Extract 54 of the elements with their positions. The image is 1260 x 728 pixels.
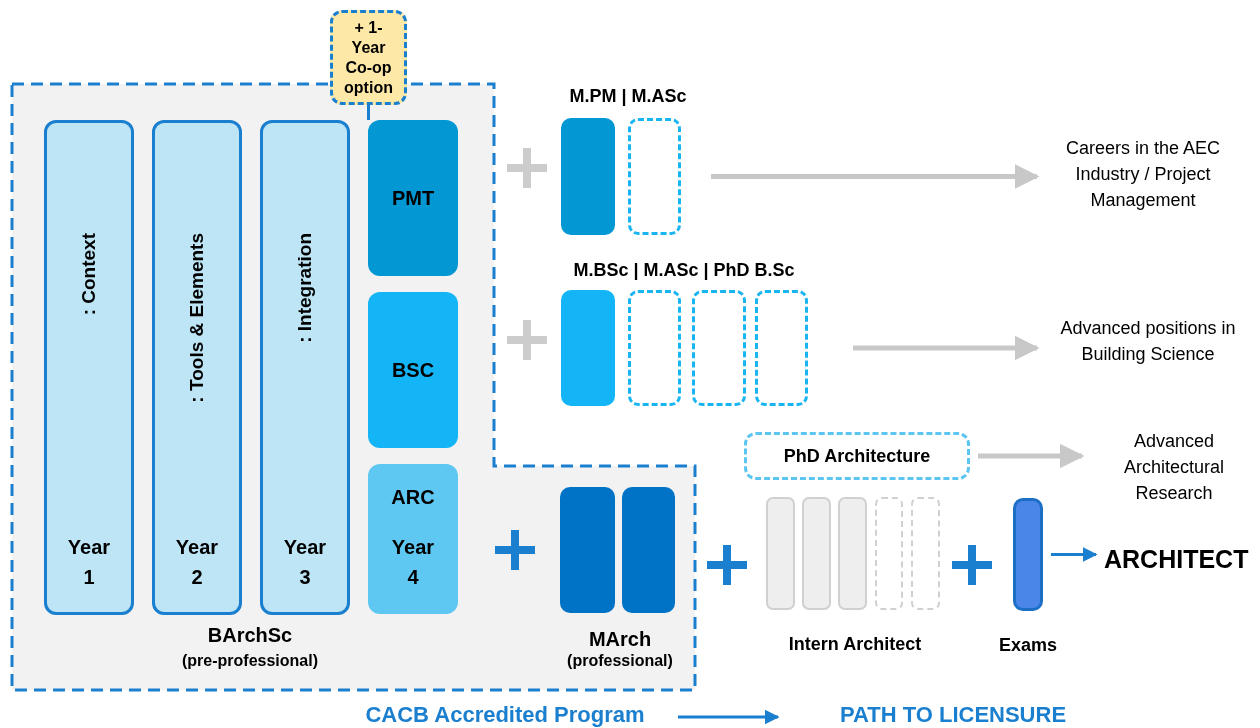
optional-block <box>628 290 681 406</box>
arrow <box>853 335 1040 361</box>
internship-block <box>802 497 831 610</box>
program-block <box>560 487 615 613</box>
program-note: (pre-professional) <box>181 652 319 670</box>
program-name: BArchSc <box>206 624 294 647</box>
optional-block <box>692 290 746 406</box>
outcome-text: Advanced positions in Building Science <box>1045 315 1251 367</box>
internship-block <box>766 497 795 610</box>
year-label: Year 1 <box>66 535 112 590</box>
option-text: + 1-Year Co-op option <box>343 17 394 98</box>
block-caption: Exams <box>997 635 1058 656</box>
year-label: Year 2 <box>174 535 220 590</box>
program-note: (professional) <box>566 652 674 670</box>
track-name: ARC <box>391 485 435 509</box>
option-box <box>330 10 407 105</box>
track-name: BSC <box>391 358 435 382</box>
optional-block <box>755 290 808 406</box>
program-block <box>561 290 615 406</box>
course-theme: : Tools & Elements <box>186 233 208 403</box>
arrow <box>711 164 1040 189</box>
goal-text: ARCHITECT <box>1104 545 1254 574</box>
arrow <box>978 443 1085 469</box>
course-theme: : Context <box>78 233 100 316</box>
track-name: PMT <box>391 186 435 210</box>
program-name: PhD Architecture <box>783 445 931 467</box>
degree-label: M.PM | M.ASc <box>568 86 688 107</box>
outcome-text: Advanced Architectural Research <box>1090 428 1258 506</box>
block-caption: Intern Architect <box>787 634 923 655</box>
year-card <box>260 120 350 615</box>
year-card <box>44 120 134 615</box>
track-card <box>368 120 458 276</box>
optional-block <box>628 118 681 235</box>
program-block <box>622 487 675 613</box>
degree-label: M.BSc | M.ASc | PhD B.Sc <box>572 260 796 281</box>
arrow <box>1051 547 1098 562</box>
outcome-text: Careers in the AEC Industry / Project Management <box>1045 135 1241 213</box>
program-caption: CACB Accredited Program <box>340 702 670 728</box>
path-caption: PATH TO LICENSURE <box>808 702 1098 728</box>
year-label: Year 3 <box>282 535 328 590</box>
course-theme: : Integration <box>294 233 316 343</box>
program-block <box>561 118 615 235</box>
internship-block <box>838 497 867 610</box>
year-label: Year 4 <box>390 535 436 591</box>
program-box <box>744 432 970 480</box>
connector-line <box>367 105 370 120</box>
track-card <box>368 292 458 448</box>
optional-block <box>875 497 903 610</box>
year-card <box>152 120 242 615</box>
optional-block <box>911 497 940 610</box>
exam-block <box>1013 498 1043 611</box>
program-name: MArch <box>587 628 653 651</box>
track-card <box>368 464 458 614</box>
arrow <box>678 709 780 725</box>
